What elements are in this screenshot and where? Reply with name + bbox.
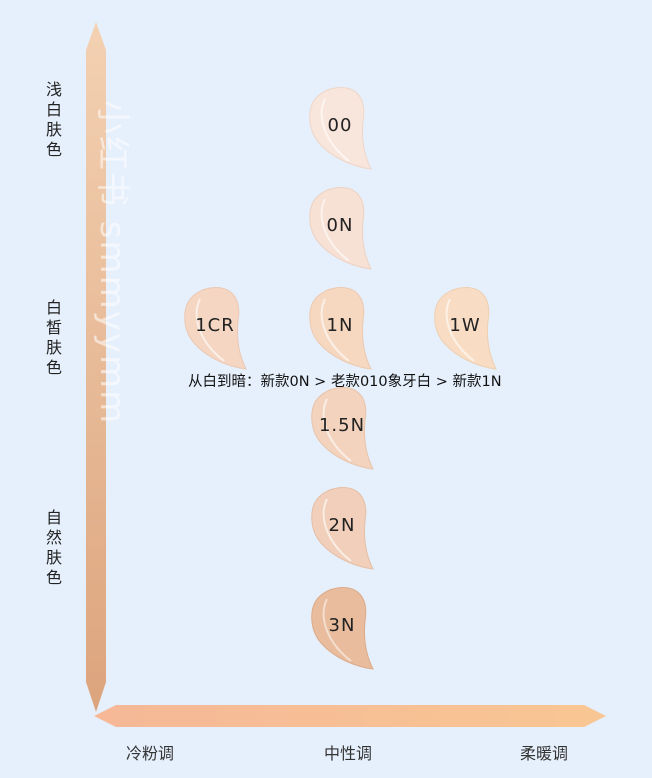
y-axis-arrow (86, 22, 106, 712)
y-label-fair: 浅白肤色 (45, 80, 62, 159)
swatch-1N: 1N (305, 285, 375, 373)
y-label-light: 白皙肤色 (45, 298, 62, 377)
swatch-3N: 3N (307, 585, 377, 673)
shade-comparison-note: 从白到暗：新款0N > 老款010象牙白 > 新款1N (188, 374, 502, 390)
swatch-1W: 1W (430, 285, 500, 373)
swatch-0N: 0N (305, 185, 375, 273)
x-label-warm: 柔暖调 (520, 744, 569, 763)
x-label-cool: 冷粉调 (126, 744, 175, 763)
swatch-1CR: 1CR (180, 285, 250, 373)
swatch-00: 00 (305, 85, 375, 173)
x-axis-arrow (94, 705, 606, 727)
y-label-natural: 自然肤色 (45, 508, 62, 587)
watermark: 小红书 smmyymm (92, 100, 132, 426)
x-label-neutral: 中性调 (324, 744, 373, 763)
swatch-1.5N: 1.5N (307, 385, 377, 473)
swatch-2N: 2N (307, 485, 377, 573)
